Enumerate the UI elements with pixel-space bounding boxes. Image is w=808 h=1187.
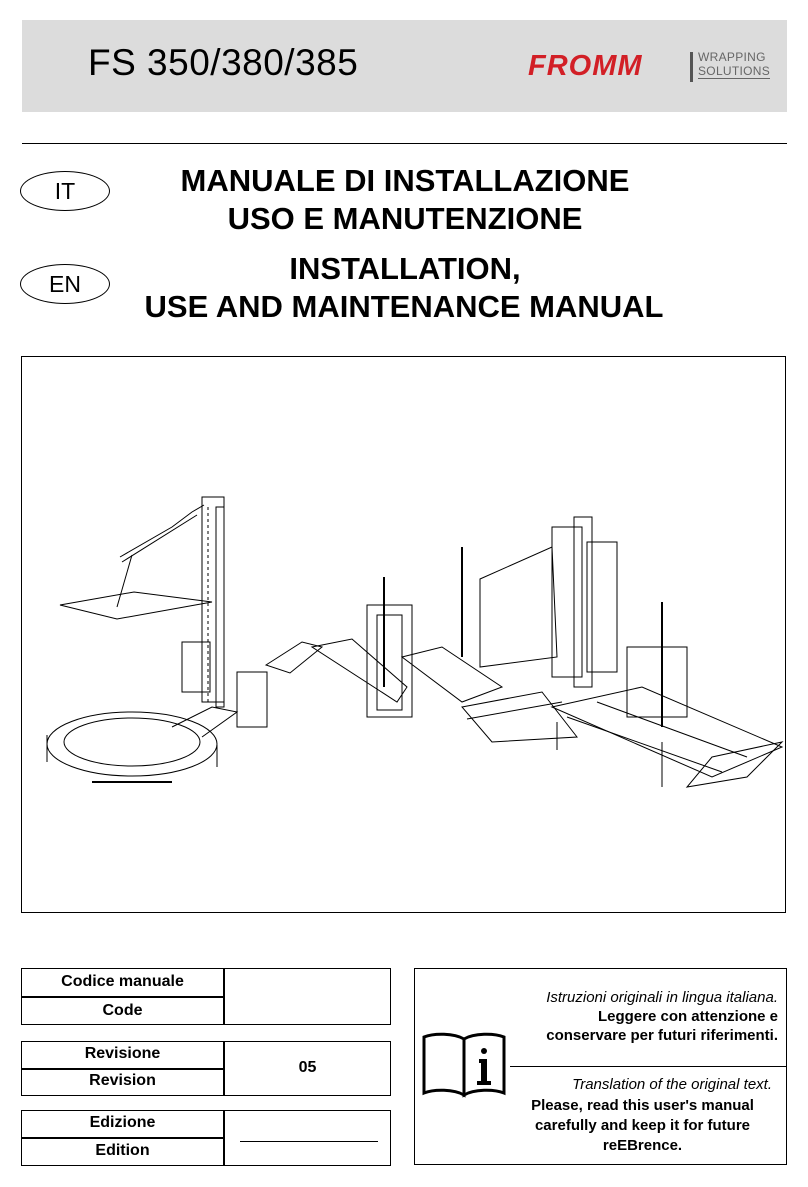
language-badge-en: EN [20, 264, 110, 304]
edition-table-divider [22, 1137, 223, 1139]
fromm-logo: FROMM WRAPPING SOLUTIONS [528, 48, 778, 84]
logo-brand: FROMM [528, 50, 643, 82]
code-table: Codice manuale Code [21, 968, 391, 1025]
notice-separator [510, 1066, 786, 1067]
info-book-icon [422, 1032, 506, 1098]
notice-en-italic: Translation of the original text. [572, 1076, 772, 1093]
code-table-divider [22, 996, 223, 998]
revision-label-en: Revision [89, 1072, 156, 1089]
title-it-line2: USO E MANUTENZIONE [227, 201, 583, 236]
notice-it-bold: Leggere con attenzione e conservare per … [546, 1008, 778, 1044]
revision-value: 05 [298, 1059, 317, 1076]
notice-en-bold: Please, read this user's manual carefull… [531, 1097, 754, 1154]
standalone-wrapper-drawing [46, 496, 268, 783]
conveyor-line-drawing [264, 516, 784, 788]
title-en-line1: INSTALLATION, [289, 251, 521, 286]
header-rule [22, 143, 787, 144]
title-en-line2: USE AND MAINTENANCE MANUAL [144, 289, 664, 324]
revision-table-vline [223, 1042, 225, 1095]
header-band [22, 20, 787, 112]
notice-it-italic: Istruzioni originali in lingua italiana. [546, 989, 778, 1006]
edition-table-vline [223, 1111, 225, 1165]
edition-label-it: Edizione [89, 1114, 156, 1131]
logo-subtitle-2: SOLUTIONS [698, 64, 771, 79]
code-table-vline [223, 969, 225, 1024]
machine-drawing [46, 496, 784, 788]
machine-illustration [21, 356, 786, 913]
edition-table: Edizione Edition [21, 1110, 391, 1166]
title-it-line1: MANUALE DI INSTALLAZIONE [180, 163, 630, 198]
model-title: FS 350/380/385 [88, 42, 359, 83]
code-label-en: Code [102, 1002, 143, 1019]
edition-value-line [240, 1141, 378, 1142]
instructions-notice: Istruzioni originali in lingua italiana.… [414, 968, 787, 1165]
revision-table-divider [22, 1068, 223, 1070]
logo-subtitle-1: WRAPPING [698, 50, 766, 64]
revision-label-it: Revisione [84, 1045, 161, 1062]
edition-label-en: Edition [95, 1142, 150, 1159]
revision-table: Revisione Revision 05 [21, 1041, 391, 1096]
code-label-it: Codice manuale [61, 973, 184, 990]
logo-separator [690, 52, 693, 82]
language-badge-it: IT [20, 171, 110, 211]
